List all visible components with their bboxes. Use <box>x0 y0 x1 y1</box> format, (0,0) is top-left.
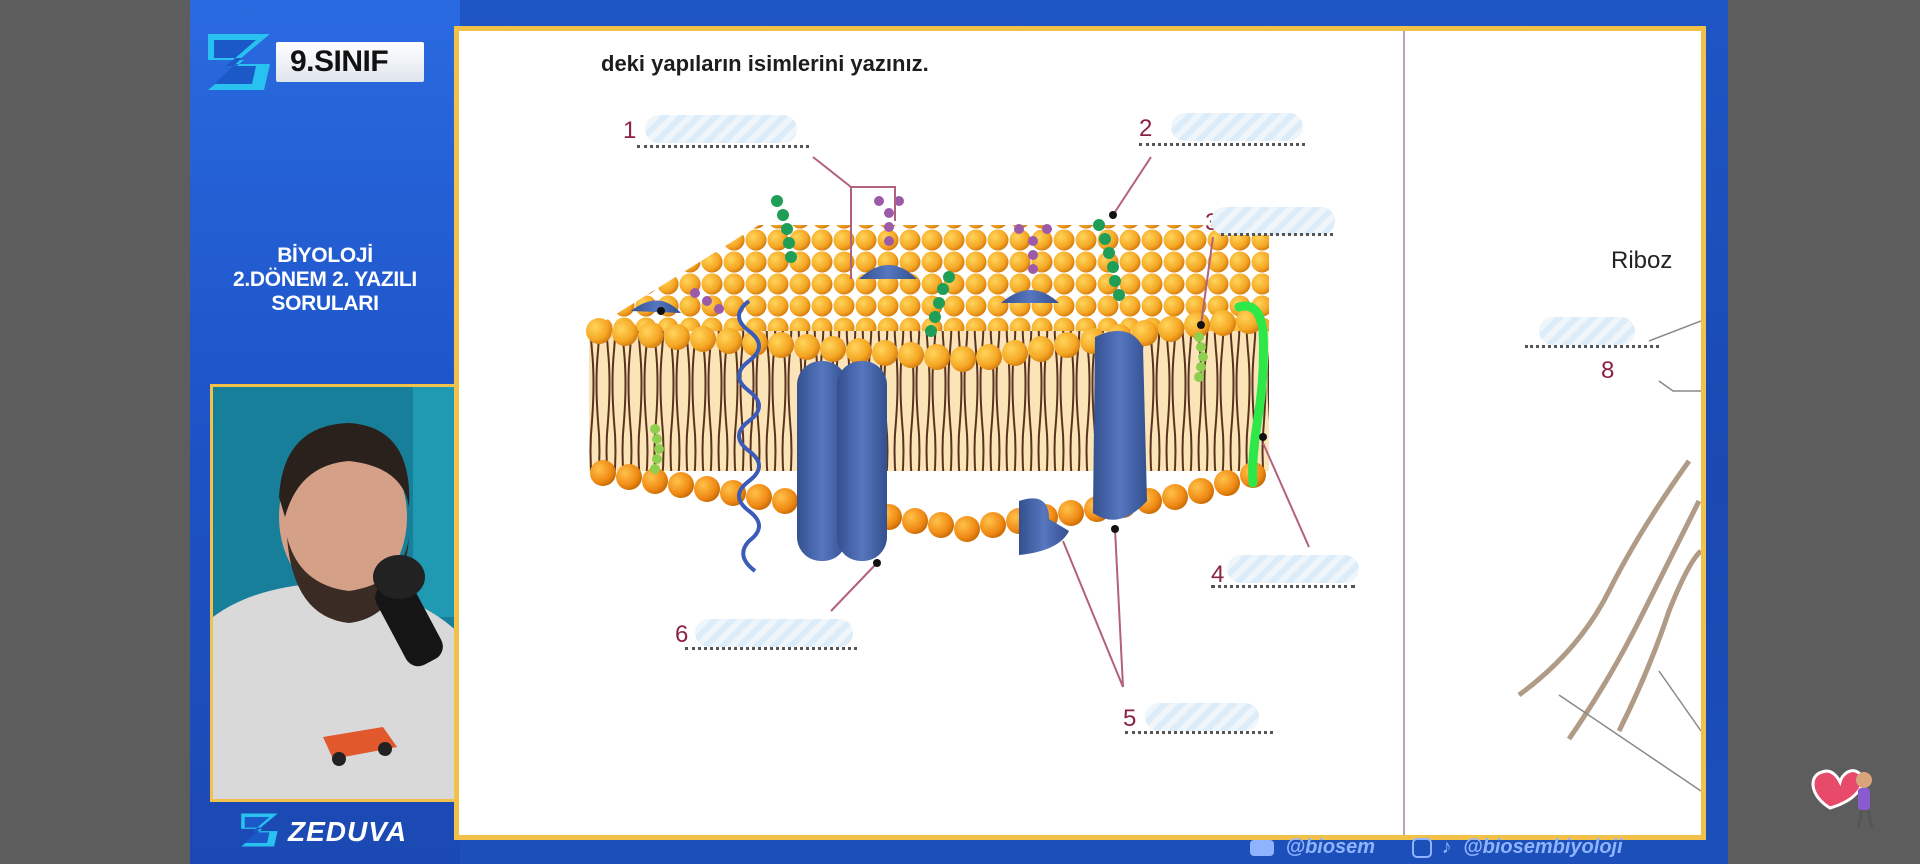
answer-box-1[interactable] <box>645 115 797 143</box>
course-line-2: 2.DÖNEM 2. YAZILI <box>233 268 417 291</box>
heart-sticker-icon <box>1811 769 1874 829</box>
grade-label: 9.SINIF <box>276 42 424 82</box>
peripheral-protein-bottom <box>1019 498 1069 555</box>
label-4: 4 <box>1211 561 1225 588</box>
channel-protein-left <box>797 361 847 561</box>
presenter-image <box>213 387 491 799</box>
tiktok-icon: ♪ <box>1441 836 1452 859</box>
grade-badge: 9.SINIF <box>204 28 426 96</box>
zeduva-brand-icon <box>241 813 278 847</box>
course-line-1: BİYOLOJİ <box>277 244 373 267</box>
answer-box-3[interactable] <box>1211 207 1335 235</box>
channel-protein-right <box>837 361 887 561</box>
video-frame: 9.SINIF BİYOLOJİ 2.DÖNEM 2. YAZILI SORUL… <box>190 0 1728 864</box>
answer-line-8 <box>1525 345 1659 348</box>
question-text: deki yapıların isimlerini yazınız. <box>601 51 929 76</box>
webcam-view <box>210 384 494 802</box>
answer-box-8[interactable] <box>1539 317 1635 345</box>
answer-box-2[interactable] <box>1171 113 1303 141</box>
integral-protein <box>1093 330 1147 520</box>
ribose-partial-label: Riboz <box>1611 247 1673 274</box>
label-5: 5 <box>1123 705 1137 732</box>
label-1: 1 <box>623 117 637 144</box>
answer-box-6[interactable] <box>695 619 853 647</box>
answer-line-6 <box>685 647 857 650</box>
course-line-3: SORULARI <box>271 292 379 315</box>
zeduva-brand: ZEDUVA <box>238 810 438 854</box>
page-divider <box>1403 31 1405 835</box>
answer-line-3 <box>1221 233 1333 236</box>
answer-line-2 <box>1139 143 1305 146</box>
course-title: BİYOLOJİ 2.DÖNEM 2. YAZILI SORULARI <box>196 244 454 316</box>
worksheet-page: deki yapıların isimlerini yazınız. <box>454 26 1706 840</box>
answer-line-1 <box>637 145 809 148</box>
rna-strands <box>1517 459 1701 741</box>
answer-box-4[interactable] <box>1227 555 1359 583</box>
instagram-icon <box>1412 837 1432 858</box>
label-8: 8 <box>1601 357 1615 384</box>
cell-membrane-diagram <box>586 156 1701 792</box>
brand-name: ZEDUVA <box>288 816 408 847</box>
label-6: 6 <box>675 621 689 648</box>
instagram-tiktok-handle: ♪ @biosembiyoloji <box>1412 836 1623 862</box>
answer-line-4 <box>1211 585 1355 588</box>
answer-box-5[interactable] <box>1145 703 1259 731</box>
answer-line-5 <box>1125 731 1273 734</box>
youtube-handle: @biosem <box>1250 836 1375 862</box>
zeduva-logo-icon <box>208 34 270 90</box>
label-2: 2 <box>1139 115 1153 142</box>
youtube-icon <box>1250 839 1274 856</box>
